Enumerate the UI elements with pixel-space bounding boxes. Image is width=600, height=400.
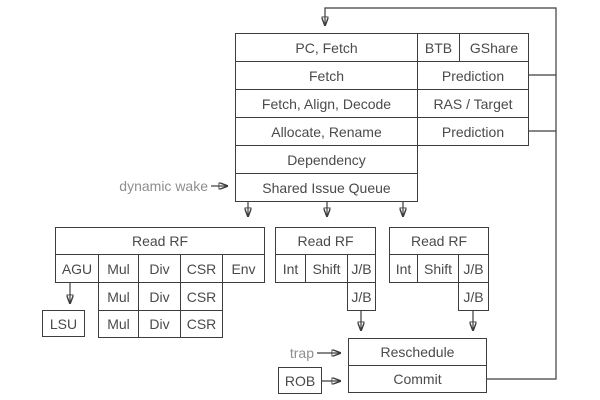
int2-cluster-read-rf: Read RF bbox=[389, 227, 489, 255]
box-fetch-align-decode: Fetch, Align, Decode bbox=[235, 89, 418, 118]
cell-shift-1: Shift bbox=[305, 254, 348, 283]
cell-csr-1: CSR bbox=[180, 254, 223, 283]
cell-jb-1a: J/B bbox=[347, 254, 376, 283]
box-gshare: GShare bbox=[459, 33, 529, 62]
cell-mul-1: Mul bbox=[98, 254, 139, 283]
cell-jb-2b: J/B bbox=[458, 282, 489, 311]
box-prediction-1: Prediction bbox=[417, 61, 529, 90]
box-reschedule: Reschedule bbox=[348, 338, 487, 366]
cell-jb-2a: J/B bbox=[458, 254, 489, 283]
cell-jb-1b: J/B bbox=[347, 282, 376, 311]
box-lsu: LSU bbox=[42, 310, 85, 337]
box-shared-issue-queue: Shared Issue Queue bbox=[235, 173, 418, 202]
box-commit: Commit bbox=[348, 365, 487, 393]
label-trap: trap bbox=[289, 345, 314, 361]
cell-int-2: Int bbox=[389, 254, 418, 283]
box-dependency: Dependency bbox=[235, 145, 418, 174]
box-btb: BTB bbox=[417, 33, 460, 62]
box-prediction-2: Prediction bbox=[417, 117, 529, 146]
box-rob: ROB bbox=[278, 367, 322, 394]
feedback-commit-to-fetch-arrow bbox=[325, 7, 557, 380]
cell-div-1: Div bbox=[138, 254, 181, 283]
cell-csr-2: CSR bbox=[180, 282, 223, 311]
cell-div-2: Div bbox=[138, 282, 181, 311]
box-fetch: Fetch bbox=[235, 61, 418, 90]
box-pc-fetch: PC, Fetch bbox=[235, 33, 418, 62]
box-ras-target: RAS / Target bbox=[417, 89, 529, 118]
cell-agu: AGU bbox=[55, 254, 99, 283]
box-allocate-rename: Allocate, Rename bbox=[235, 117, 418, 146]
cell-csr-3: CSR bbox=[180, 310, 223, 338]
label-dynamic-wake: dynamic wake bbox=[119, 178, 208, 194]
int1-cluster-read-rf: Read RF bbox=[275, 227, 376, 255]
cell-mul-3: Mul bbox=[98, 310, 139, 338]
mem-cluster-read-rf: Read RF bbox=[55, 227, 265, 255]
cell-div-3: Div bbox=[138, 310, 181, 338]
cell-shift-2: Shift bbox=[417, 254, 459, 283]
cell-int-1: Int bbox=[275, 254, 306, 283]
cell-env: Env bbox=[222, 254, 265, 283]
cell-mul-2: Mul bbox=[98, 282, 139, 311]
